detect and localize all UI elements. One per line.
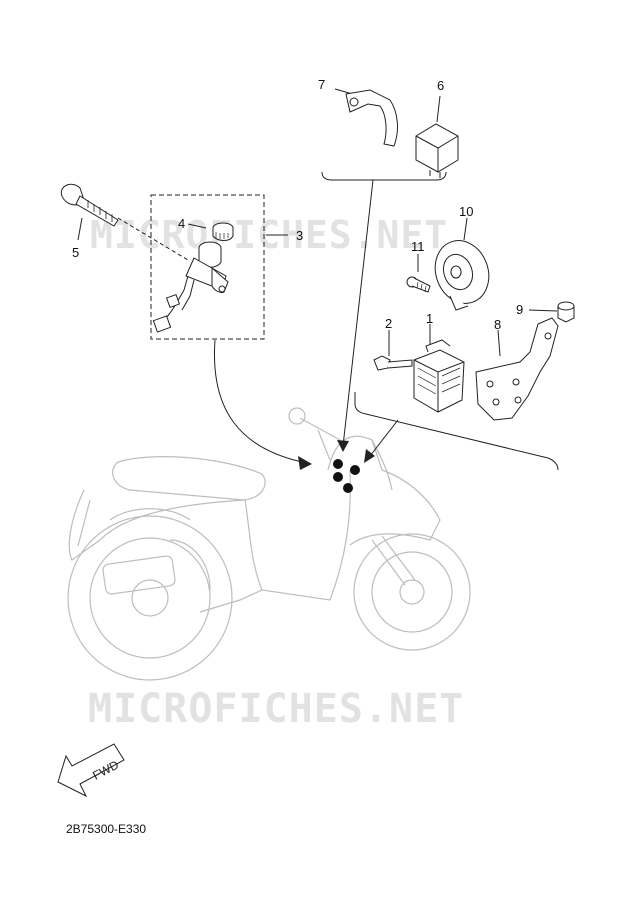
part-6-relay <box>415 123 459 178</box>
callout-9: 9 <box>516 302 524 317</box>
part-5-bolt <box>60 183 119 227</box>
leader-lines <box>77 88 559 471</box>
callout-1: 1 <box>426 311 434 326</box>
callout-4: 4 <box>178 216 186 231</box>
part-1-rectifier <box>413 339 465 413</box>
scooter-outline <box>67 407 471 681</box>
ignition-switch-box <box>150 194 265 340</box>
callout-10: 10 <box>459 204 474 219</box>
watermark-bottom: MICROFICHES.NET <box>88 686 464 732</box>
part-9-nut <box>557 301 575 323</box>
callout-5: 5 <box>72 245 80 260</box>
part-7-bracket <box>345 89 398 147</box>
part-11-bolt <box>406 276 431 293</box>
part-8-plate <box>475 317 559 421</box>
callout-8: 8 <box>494 317 502 332</box>
part-10-horn <box>434 240 490 311</box>
callout-7: 7 <box>318 77 326 92</box>
diagram-code: 2B75300-E330 <box>66 822 147 836</box>
part-3-main-switch <box>152 241 229 333</box>
callout-3: 3 <box>296 228 304 243</box>
part-4-cap <box>212 222 234 241</box>
callout-11: 11 <box>411 239 425 254</box>
fwd-arrow: FWD <box>57 743 125 798</box>
arrowheads <box>298 440 375 470</box>
location-dots <box>333 459 360 493</box>
part-2-bolt <box>373 355 413 371</box>
callout-6: 6 <box>437 78 445 93</box>
callout-2: 2 <box>385 316 393 331</box>
